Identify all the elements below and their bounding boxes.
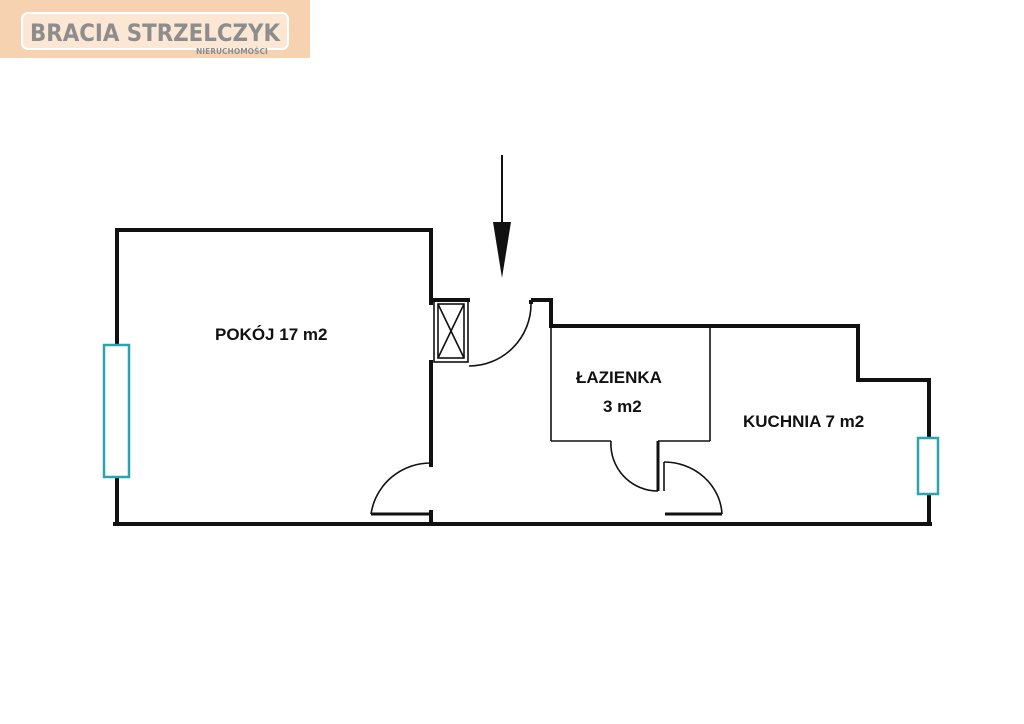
room-label-lazienka-name: ŁAZIENKA <box>576 368 662 387</box>
entrance-arrow-icon <box>493 155 511 278</box>
walls <box>113 228 932 526</box>
logo-badge <box>21 12 289 50</box>
bathroom-door-icon <box>610 440 659 492</box>
logo-name: BRACIA STRZELCZYK <box>30 19 281 47</box>
hall-kitchen-top-wall <box>531 298 931 440</box>
room-label-lazienka-area: 3 m2 <box>603 397 642 416</box>
pokoj-door-icon <box>370 462 432 516</box>
window-pokoj-icon <box>102 343 131 479</box>
doors <box>370 300 723 516</box>
window-kuchnia-icon <box>916 436 940 496</box>
ventilation-shaft-icon <box>433 299 469 363</box>
company-logo: BRACIA STRZELCZYK NIERUCHOMOŚCI <box>0 0 310 58</box>
room-label-kuchnia: KUCHNIA 7 m2 <box>743 412 864 431</box>
room-pokoj-top-wall <box>115 228 433 305</box>
logo-tagline: NIERUCHOMOŚCI <box>196 47 268 56</box>
entrance-door-icon <box>468 300 533 367</box>
bathroom-walls <box>550 326 711 491</box>
room-label-pokoj: POKÓJ 17 m2 <box>215 325 327 344</box>
kitchen-door-icon <box>663 461 723 516</box>
